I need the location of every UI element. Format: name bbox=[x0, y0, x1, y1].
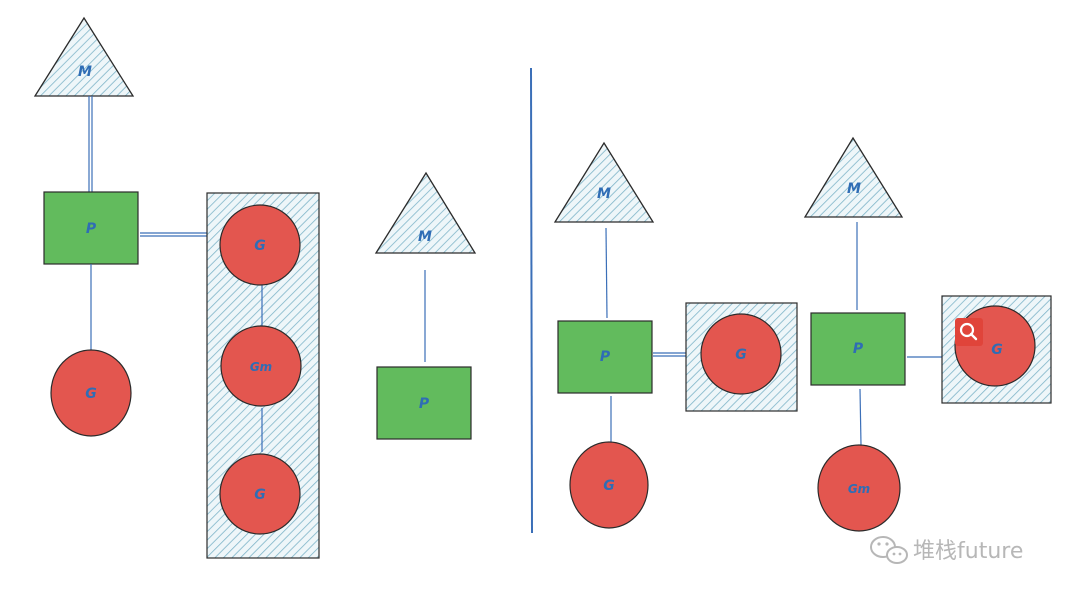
search-icon[interactable] bbox=[955, 318, 983, 346]
goroutine-queue-item-1: G bbox=[219, 204, 301, 286]
goroutine-label: G bbox=[603, 478, 615, 494]
local-run-queue-right-b: G bbox=[941, 295, 1052, 404]
machine-label: M bbox=[597, 186, 611, 202]
machine-label: M bbox=[78, 64, 92, 80]
machine-triangle-idle: M bbox=[374, 171, 477, 254]
gm-label: Gm bbox=[250, 360, 272, 374]
wechat-icon bbox=[870, 536, 908, 564]
goroutine-queue-item-gm: Gm bbox=[220, 325, 302, 407]
goroutine-label: G bbox=[254, 487, 266, 503]
machine-triangle-right-b: M bbox=[803, 136, 904, 218]
machine-triangle-left: M bbox=[33, 16, 135, 97]
goroutine-queue-item-3: G bbox=[219, 453, 301, 535]
processor-box-right-a: P bbox=[557, 320, 653, 394]
goroutine-label: G bbox=[254, 238, 266, 254]
goroutine-circle-right-b-gm: Gm bbox=[817, 444, 901, 532]
local-run-queue-right-a: G bbox=[685, 302, 798, 412]
watermark: 堆栈future bbox=[870, 536, 1023, 564]
goroutine-circle-left: G bbox=[50, 349, 132, 437]
machine-label: M bbox=[847, 181, 861, 197]
link-m-p-right-a bbox=[605, 227, 608, 319]
processor-label: P bbox=[419, 396, 430, 412]
machine-triangle-right-a: M bbox=[553, 141, 655, 223]
processor-box-idle: P bbox=[376, 366, 472, 440]
goroutine-label: G bbox=[735, 347, 747, 363]
link-p-g-right-b bbox=[859, 388, 862, 446]
goroutine-label: G bbox=[991, 342, 1003, 358]
processor-box-left: P bbox=[43, 191, 139, 265]
processor-label: P bbox=[853, 341, 864, 357]
processor-box-right-b: P bbox=[810, 312, 906, 386]
divider-line bbox=[530, 67, 533, 534]
goroutine-label: G bbox=[85, 386, 97, 402]
processor-label: P bbox=[86, 221, 97, 237]
gm-label: Gm bbox=[848, 482, 870, 496]
watermark-text: 堆栈future bbox=[913, 539, 1023, 564]
processor-label: P bbox=[600, 349, 611, 365]
goroutine-circle-right-a: G bbox=[569, 441, 649, 529]
machine-label: M bbox=[418, 229, 432, 245]
